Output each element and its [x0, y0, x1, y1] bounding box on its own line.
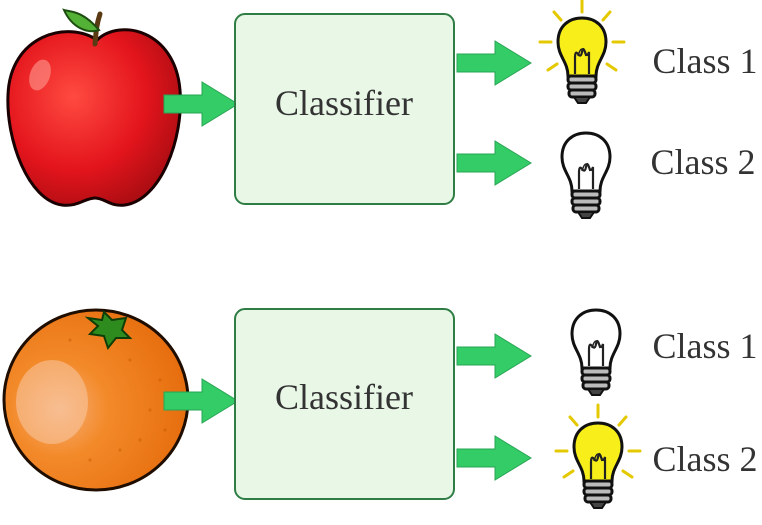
row-orange: Classifier Class 1 Class	[2, 308, 758, 510]
classifier-label-1: Classifier	[275, 83, 413, 123]
row-apple: Classifier Class 1 C	[6, 0, 758, 220]
arrow-output-2-class2	[456, 435, 532, 481]
class-label-2-2: Class 2	[652, 439, 757, 479]
apple-icon	[6, 8, 182, 207]
lightbulb-off-icon	[570, 308, 622, 397]
orange-icon	[2, 308, 190, 492]
classifier-box-2: Classifier	[234, 308, 455, 500]
classifier-box-1: Classifier	[234, 13, 455, 205]
arrow-output-1-class1	[456, 40, 532, 86]
lightbulb-off-icon	[560, 131, 612, 220]
lightbulb-on-icon	[538, 0, 626, 105]
arrow-output-2-class1	[456, 333, 532, 379]
class-label-2-1: Class 1	[652, 326, 757, 366]
class-label-1-1: Class 1	[652, 41, 757, 81]
lightbulb-on-icon	[554, 403, 642, 510]
arrow-output-1-class2	[456, 140, 532, 186]
classifier-label-2: Classifier	[275, 377, 413, 417]
class-label-1-2: Class 2	[650, 142, 755, 182]
